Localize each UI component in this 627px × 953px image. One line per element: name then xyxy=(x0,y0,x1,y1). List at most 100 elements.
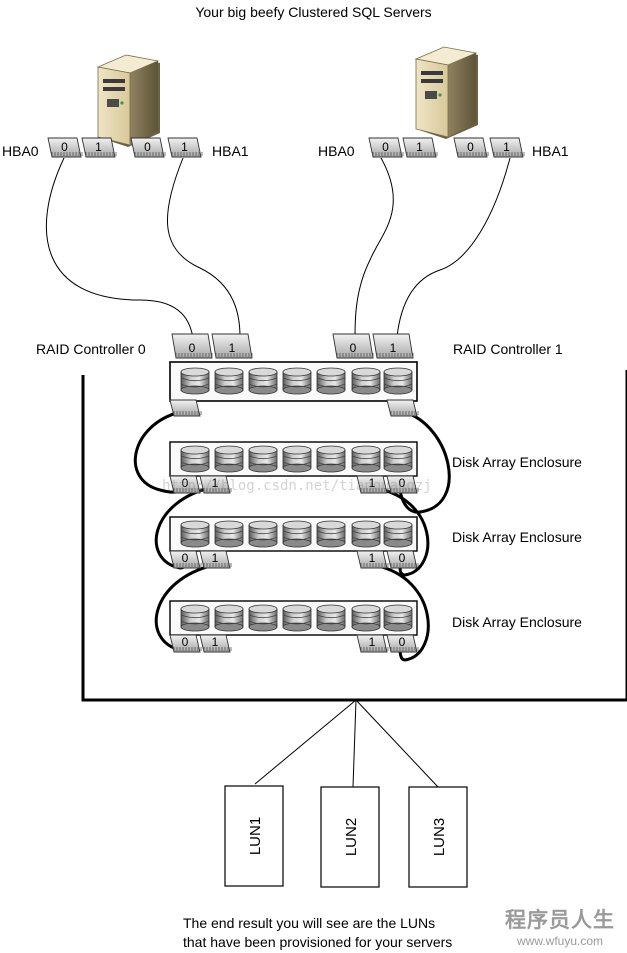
enclosure-3-disk-1 xyxy=(180,604,210,632)
controller-port-1b: 1 xyxy=(372,333,414,359)
enclosure-3-port-right-b-label: 0 xyxy=(399,635,406,649)
storage-bracket xyxy=(81,370,627,702)
enclosure-1-port-left-b-label: 1 xyxy=(212,476,219,490)
lun-box-1 xyxy=(224,785,284,887)
enclosure-1-disk-5 xyxy=(316,445,346,473)
enclosure-2-port-right-b: 0 xyxy=(386,550,419,569)
enclosure-1-port-right-b: 0 xyxy=(386,475,419,494)
server-1-hba-port-4-label: 1 xyxy=(181,140,188,154)
enclosure-label-1: Disk Array Enclosure xyxy=(452,454,582,470)
controller-port-0: 0 xyxy=(171,333,213,359)
fibre-cables xyxy=(45,157,511,338)
lun-label-1: LUN1 xyxy=(247,817,264,855)
enclosure-1-disk-2 xyxy=(214,445,244,473)
server-1-hba-port-3-label: 0 xyxy=(144,140,151,154)
server-1-hba-port-2-label: 1 xyxy=(95,140,102,154)
enclosure-3-port-left-b-label: 1 xyxy=(212,635,219,649)
enclosure-3-disk-6 xyxy=(351,604,381,632)
lun-label-2: LUN2 xyxy=(343,818,360,856)
tray-loop-port-right xyxy=(386,399,419,417)
enclosure-3-port-right-a-label: 1 xyxy=(369,635,376,649)
enclosure-2-port-right-b-label: 0 xyxy=(399,551,406,565)
enclosure-2-disk-5 xyxy=(316,520,346,548)
enclosure-1-port-left-a: 0 xyxy=(169,475,202,494)
controller-disk-3 xyxy=(248,367,278,395)
enclosure-3-port-left-a-label: 0 xyxy=(182,635,189,649)
server-1-hba-port-1: 0 xyxy=(47,137,83,158)
enclosure-2-disk-2 xyxy=(214,520,244,548)
server-right-hba1-label: HBA1 xyxy=(532,143,569,159)
enclosure-2-port-left-a: 0 xyxy=(169,550,202,569)
enclosure-2-disk-7 xyxy=(383,520,413,548)
lun-box-2 xyxy=(320,786,380,888)
lun-label-3: LUN3 xyxy=(431,818,448,856)
enclosure-1-disk-6 xyxy=(351,445,381,473)
server-1-hba-port-1-label: 0 xyxy=(61,140,68,154)
enclosure-1-port-right-b-label: 0 xyxy=(399,476,406,490)
enclosure-1-disk-4 xyxy=(282,445,312,473)
controller-port-0b-label: 1 xyxy=(229,341,236,355)
server-left-hba0-label: HBA0 xyxy=(2,143,39,159)
controller-disk-2 xyxy=(214,367,244,395)
server-2-hba-port-2-label: 1 xyxy=(416,140,423,154)
enclosure-3-disk-7 xyxy=(383,604,413,632)
enclosure-label-2: Disk Array Enclosure xyxy=(452,529,582,545)
server-2-hba-port-1-label: 0 xyxy=(382,140,389,154)
watermark-url: http://blog.csdn.net/tianguangzj xyxy=(162,478,432,494)
enclosure-3-disk-5 xyxy=(316,604,346,632)
server-1-hba-port-3: 0 xyxy=(130,137,166,158)
enclosure-2-port-right-a: 1 xyxy=(356,550,389,569)
server-2-hba-port-4: 1 xyxy=(489,137,525,158)
watermark-brand: 程序员人生 www.wfuyu.com xyxy=(505,904,615,948)
enclosure-1-port-left-a-label: 0 xyxy=(182,476,189,490)
footer-line-1: The end result you will see are the LUNs xyxy=(183,915,436,931)
raid-controller-0-label: RAID Controller 0 xyxy=(36,341,146,357)
server-left-hba1-label: HBA1 xyxy=(212,143,249,159)
enclosure-1-port-right-a: 1 xyxy=(356,475,389,494)
server-1-hba-port-4: 1 xyxy=(167,137,203,158)
enclosure-label-3: Disk Array Enclosure xyxy=(452,614,582,630)
server-2-hba-port-4-label: 1 xyxy=(503,140,510,154)
enclosure-2-port-left-a-label: 0 xyxy=(182,551,189,565)
enclosure-1-disk-1 xyxy=(180,445,210,473)
lun-box-3 xyxy=(408,786,468,888)
server-right-hba0-label: HBA0 xyxy=(318,143,355,159)
enclosure-1-port-right-a-label: 1 xyxy=(369,476,376,490)
server-1-hba-port-2: 1 xyxy=(81,137,117,158)
enclosure-3-port-left-a: 0 xyxy=(169,634,202,653)
enclosure-1-disk-3 xyxy=(248,445,278,473)
enclosure-1-port-left-b: 1 xyxy=(199,475,232,494)
diagram-title: Your big beefy Clustered SQL Servers xyxy=(195,4,432,20)
enclosure-3-disk-4 xyxy=(282,604,312,632)
enclosure-2-port-right-a-label: 1 xyxy=(369,551,376,565)
controller-port-1b-label: 1 xyxy=(390,341,397,355)
watermark-brand-name: 程序员人生 xyxy=(505,909,615,932)
watermark-brand-url: www.wfuyu.com xyxy=(516,934,604,948)
controller-disks xyxy=(180,367,413,395)
controller-disk-6 xyxy=(351,367,381,395)
enclosure-1-disk-7 xyxy=(383,445,413,473)
controller-port-0-label: 0 xyxy=(189,341,196,355)
enclosure-3-disk-3 xyxy=(248,604,278,632)
server-2-hba-port-3: 0 xyxy=(453,137,489,158)
lun-connectors xyxy=(254,699,439,788)
controller-disk-7 xyxy=(383,367,413,395)
enclosure-2-disk-3 xyxy=(248,520,278,548)
server-2-hba-port-2: 1 xyxy=(402,137,438,158)
tray-loop-port-left xyxy=(169,399,202,417)
footer-text: The end result you will see are the LUNs… xyxy=(183,914,452,952)
server-right-icon xyxy=(414,46,478,139)
controller-port-1a: 0 xyxy=(332,333,374,359)
enclosure-2-port-left-b: 1 xyxy=(199,550,232,569)
enclosure-2-disk-6 xyxy=(351,520,381,548)
enclosure-3-port-right-a: 1 xyxy=(356,634,389,653)
server-left-icon xyxy=(96,54,160,147)
enclosure-2-port-left-b-label: 1 xyxy=(212,551,219,565)
server-2-hba-port-1: 0 xyxy=(368,137,404,158)
enclosure-2-disk-1 xyxy=(180,520,210,548)
footer-line-2: that have been provisioned for your serv… xyxy=(183,934,453,950)
enclosure-3-port-left-b: 1 xyxy=(199,634,232,653)
controller-port-0b: 1 xyxy=(211,333,253,359)
